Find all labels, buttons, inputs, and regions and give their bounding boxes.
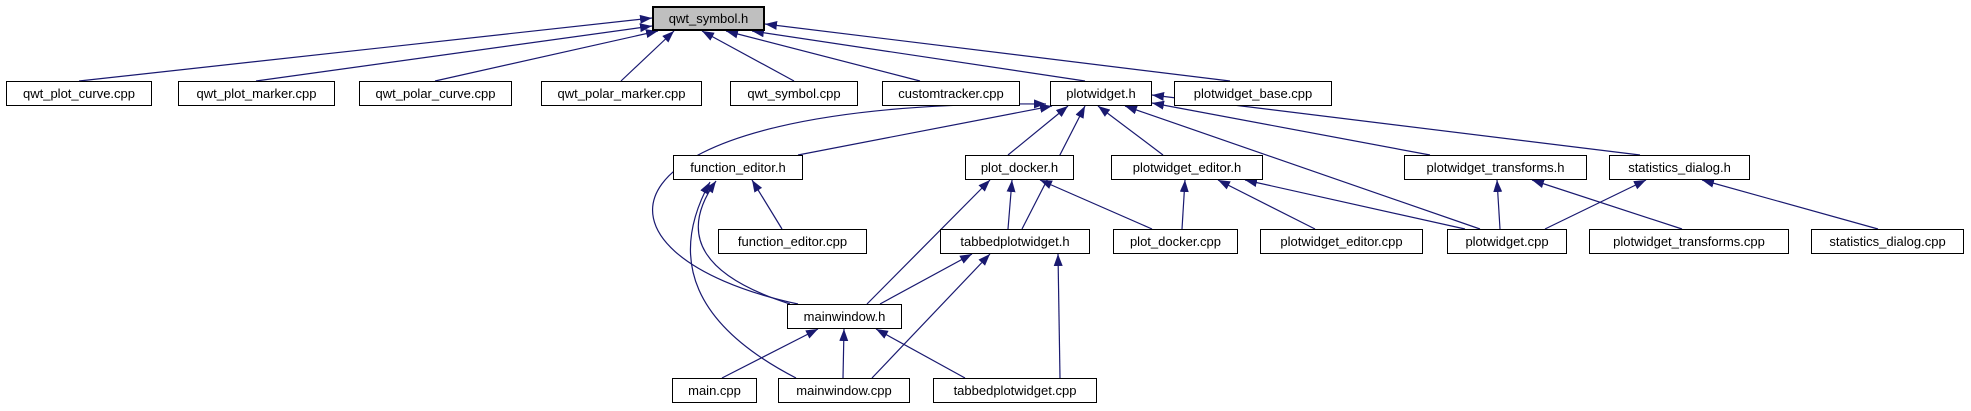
- graph-node-qwt-symbol-h[interactable]: qwt_symbol.h: [652, 6, 765, 31]
- graph-node-qwt-plot-marker-cpp[interactable]: qwt_plot_marker.cpp: [178, 81, 335, 106]
- edge-tabbedplotwidget_cpp-to-tabbedplotwidget_h: [1053, 253, 1063, 379]
- graph-node-plot-docker-h[interactable]: plot_docker.h: [965, 155, 1074, 180]
- edge-plotwidget_h-to-qwt_symbol_h: [751, 28, 1086, 82]
- edge-plotwidget_editor_cpp-to-plotwidget_editor_h: [1217, 179, 1316, 230]
- edge-qwt_polar_marker_cpp-to-qwt_symbol_h: [620, 30, 675, 82]
- edge-qwt_plot_marker_cpp-to-qwt_symbol_h: [255, 23, 653, 82]
- graph-node-qwt-polar-marker-cpp[interactable]: qwt_polar_marker.cpp: [541, 81, 702, 106]
- edge-plot_docker_cpp-to-plot_docker_h: [1039, 179, 1153, 230]
- edge-tabbedplotwidget_h-to-plot_docker_h: [1006, 179, 1016, 230]
- graph-node-plot-docker-cpp[interactable]: plot_docker.cpp: [1113, 229, 1238, 254]
- edge-plotwidget_transforms_cpp-to-plotwidget_transforms_h: [1531, 179, 1683, 230]
- graph-node-statistics-dialog-cpp[interactable]: statistics_dialog.cpp: [1811, 229, 1964, 254]
- graph-node-tabbedplotwidget-h[interactable]: tabbedplotwidget.h: [940, 229, 1090, 254]
- edge-mainwindow_h-to-tabbedplotwidget_h: [879, 253, 973, 305]
- edge-qwt_symbol_cpp-to-qwt_symbol_h: [701, 30, 795, 82]
- edge-plotwidget_cpp-to-plotwidget_editor_h: [1244, 178, 1466, 230]
- graph-node-main-cpp[interactable]: main.cpp: [672, 378, 757, 403]
- edge-tabbedplotwidget_cpp-to-mainwindow_h: [875, 328, 966, 379]
- graph-node-plotwidget-transforms-cpp[interactable]: plotwidget_transforms.cpp: [1589, 229, 1789, 254]
- edge-mainwindow_cpp-to-mainwindow_h: [839, 328, 849, 379]
- edge-mainwindow_h-to-plotwidget_h: [651, 99, 1047, 305]
- edge-mainwindow_h-to-function_editor_h: [697, 180, 791, 305]
- graph-node-mainwindow-h[interactable]: mainwindow.h: [787, 304, 902, 329]
- graph-node-plotwidget-editor-h[interactable]: plotwidget_editor.h: [1111, 155, 1263, 180]
- graph-node-plotwidget-cpp[interactable]: plotwidget.cpp: [1447, 229, 1567, 254]
- edge-plotwidget_cpp-to-plotwidget_h: [1124, 105, 1481, 230]
- graph-node-function-editor-cpp[interactable]: function_editor.cpp: [718, 229, 867, 254]
- edge-plotwidget_editor_h-to-plotwidget_h: [1097, 105, 1164, 156]
- graph-node-statistics-dialog-h[interactable]: statistics_dialog.h: [1609, 155, 1750, 180]
- edge-customtracker_cpp-to-qwt_symbol_h: [725, 29, 921, 82]
- edge-qwt_plot_curve_cpp-to-qwt_symbol_h: [78, 14, 653, 82]
- graph-node-plotwidget-h[interactable]: plotwidget.h: [1050, 81, 1152, 106]
- edge-plotwidget_cpp-to-statistics_dialog_h: [1544, 179, 1647, 230]
- edge-qwt_polar_curve_cpp-to-qwt_symbol_h: [434, 29, 659, 82]
- edge-function_editor_cpp-to-function_editor_h: [751, 179, 783, 230]
- edge-statistics_dialog_cpp-to-statistics_dialog_h: [1701, 178, 1879, 230]
- graph-node-mainwindow-cpp[interactable]: mainwindow.cpp: [778, 378, 910, 403]
- edge-main_cpp-to-mainwindow_h: [721, 328, 819, 379]
- graph-node-qwt-plot-curve-cpp[interactable]: qwt_plot_curve.cpp: [6, 81, 152, 106]
- graph-node-plotwidget-base-cpp[interactable]: plotwidget_base.cpp: [1174, 81, 1332, 106]
- graph-node-plotwidget-transforms-h[interactable]: plotwidget_transforms.h: [1404, 155, 1587, 180]
- edge-mainwindow_cpp-to-tabbedplotwidget_h: [871, 253, 991, 379]
- edge-mainwindow_h-to-plot_docker_h: [866, 179, 991, 305]
- graph-node-qwt-polar-curve-cpp[interactable]: qwt_polar_curve.cpp: [359, 81, 512, 106]
- edge-plotwidget_base_cpp-to-qwt_symbol_h: [764, 20, 1231, 82]
- edge-plotwidget_cpp-to-plotwidget_transforms_h: [1493, 179, 1503, 230]
- graph-node-function-editor-h[interactable]: function_editor.h: [673, 155, 803, 180]
- edge-function_editor_h-to-plotwidget_h: [797, 103, 1053, 156]
- graph-node-qwt-symbol-cpp[interactable]: qwt_symbol.cpp: [730, 81, 858, 106]
- edge-plotwidget_transforms_h-to-plotwidget_h: [1151, 100, 1431, 156]
- edge-plot_docker_cpp-to-plotwidget_editor_h: [1179, 179, 1189, 230]
- graph-node-customtracker-cpp[interactable]: customtracker.cpp: [882, 81, 1020, 106]
- graph-node-tabbedplotwidget-cpp[interactable]: tabbedplotwidget.cpp: [933, 378, 1097, 403]
- graph-node-plotwidget-editor-cpp[interactable]: plotwidget_editor.cpp: [1260, 229, 1423, 254]
- edge-plot_docker_h-to-plotwidget_h: [1007, 105, 1069, 156]
